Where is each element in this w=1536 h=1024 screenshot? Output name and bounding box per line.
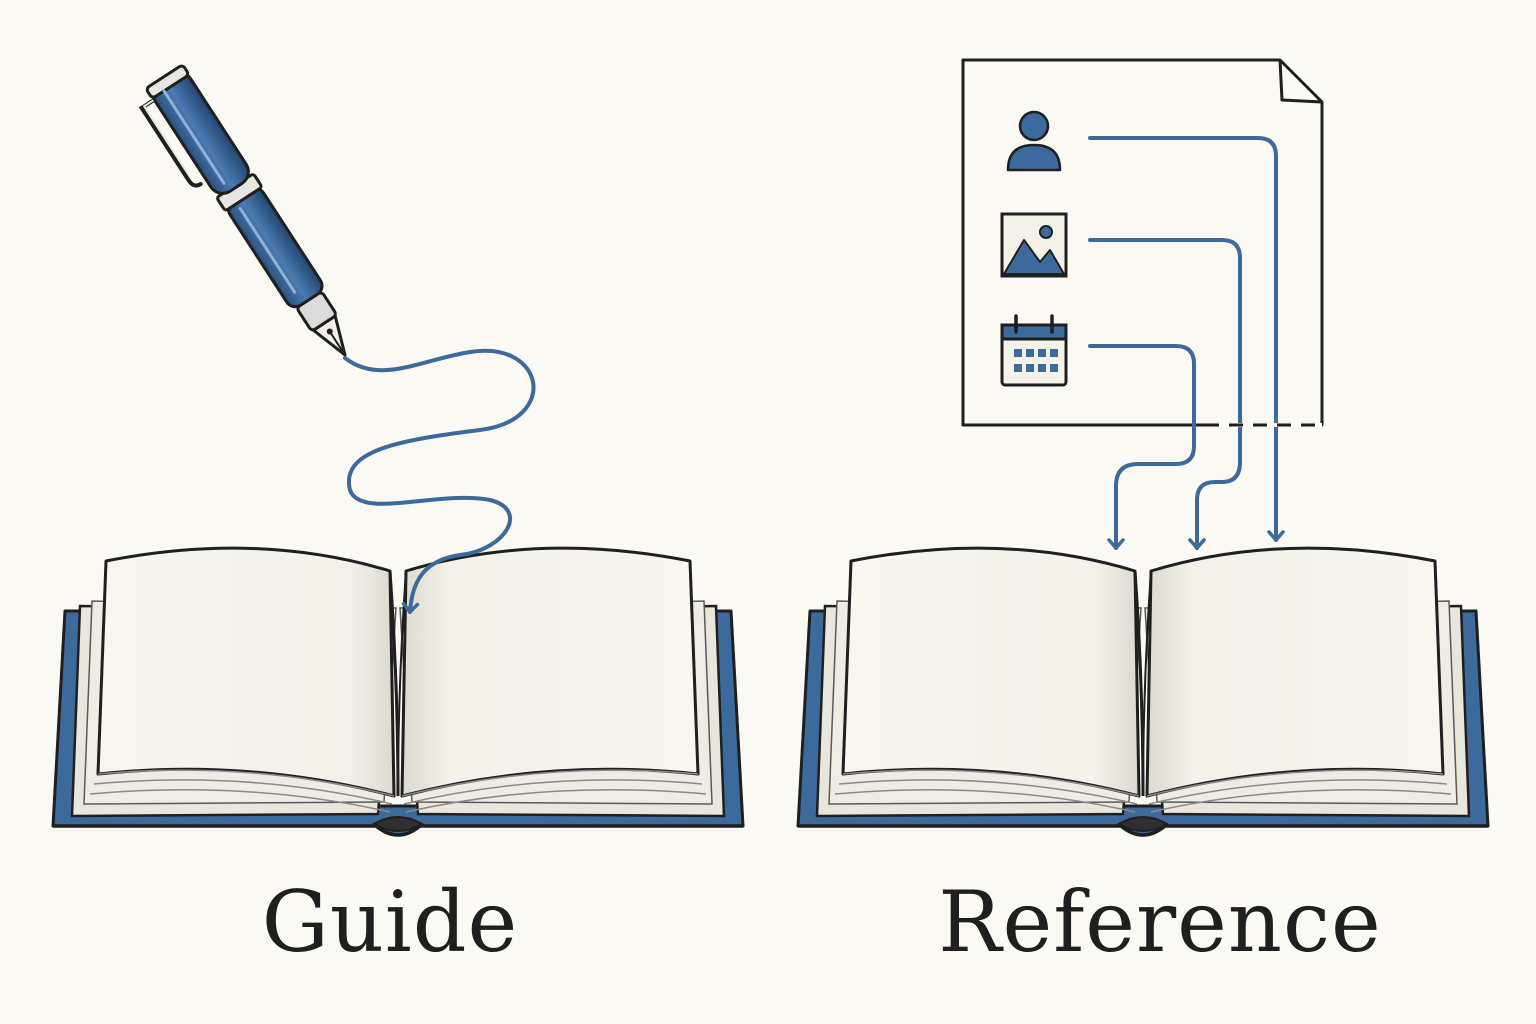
calendar-reference-arrow	[1088, 344, 1196, 550]
calendar-icon	[1000, 314, 1068, 387]
ink-path-arrow	[343, 348, 536, 614]
guide-book	[51, 546, 745, 837]
image-reference-arrow	[1088, 238, 1242, 550]
guide-label: Guide	[261, 873, 519, 971]
image-icon	[1000, 212, 1068, 278]
reference-book	[796, 546, 1490, 837]
person-reference-arrow	[1088, 136, 1285, 542]
fountain-pen-icon	[138, 64, 347, 357]
reference-label: Reference	[938, 873, 1382, 971]
person-icon	[1006, 110, 1062, 172]
